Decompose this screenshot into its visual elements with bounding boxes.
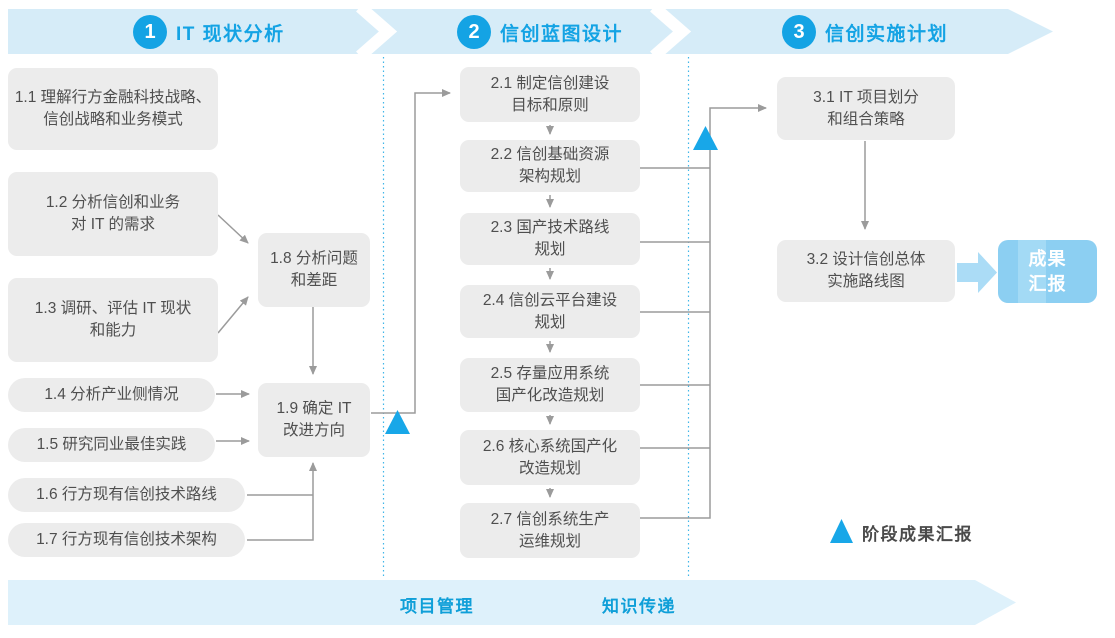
flow-box-text: 2.1 制定信创建设 <box>490 74 610 92</box>
flow-box-1-7: 1.7 行方现有信创技术架构 <box>8 523 245 557</box>
flow-box-1-6: 1.6 行方现有信创技术路线 <box>8 478 245 512</box>
results-arrow-icon <box>957 252 997 293</box>
flow-box-text: 2.4 信创云平台建设 <box>482 291 618 309</box>
flow-box-2-6: 2.6 核心系统国产化 改造规划 <box>460 430 640 485</box>
results-report-text: 成果 <box>1028 249 1067 270</box>
flow-box-3-1: 3.1 IT 项目划分 和组合策略 <box>777 77 955 140</box>
flow-box-1-3: 1.3 调研、评估 IT 现状 和能力 <box>8 278 218 362</box>
flow-box-text: 信创战略和业务模式 <box>43 111 183 128</box>
milestone-triangle-legend-icon <box>830 519 853 543</box>
flow-box-1-9: 1.9 确定 IT 改进方向 <box>258 383 370 457</box>
flow-box-text: 国产化改造规划 <box>495 387 605 404</box>
flow-box-text: 目标和原则 <box>511 96 589 114</box>
collector-to-3-1 <box>640 104 767 519</box>
flow-box-2-7: 2.7 信创系统生产 运维规划 <box>460 503 640 558</box>
flow-box-text: 2.3 国产技术路线 <box>490 219 610 236</box>
phase-1-header: 1 IT 现状分析 <box>133 15 285 49</box>
flow-box-text: 1.3 调研、评估 IT 现状 <box>34 300 192 317</box>
bottom-band-label-project-management: 项目管理 <box>400 597 474 616</box>
flow-box-text: 1.8 分析问题 <box>270 250 358 267</box>
connector-lines <box>216 89 869 541</box>
flow-box-text: 3.2 设计信创总体 <box>806 251 926 268</box>
flow-box-text: 2.7 信创系统生产 <box>490 510 610 528</box>
flow-box-text: 规划 <box>534 241 566 258</box>
flow-box-text: 1.2 分析信创和业务 <box>45 194 181 211</box>
connector-1-2-to-1-8 <box>217 214 249 244</box>
connector-1-3-to-1-8 <box>217 296 249 334</box>
phase-3-title: 信创实施计划 <box>825 23 949 45</box>
phase-2-header: 2 信创蓝图设计 <box>457 15 623 49</box>
flow-box-text: 对 IT 的需求 <box>70 216 156 233</box>
flow-box-text: 1.7 行方现有信创技术架构 <box>36 531 217 548</box>
bottom-band-label-knowledge-transfer: 知识传递 <box>602 597 676 616</box>
flow-box-1-4: 1.4 分析产业侧情况 <box>8 378 215 412</box>
legend-milestone-label: 阶段成果汇报 <box>862 525 973 544</box>
flow-box-text: 改造规划 <box>518 459 581 477</box>
phase-separator-chevron-1 <box>356 2 398 61</box>
flow-box-text: 1.5 研究同业最佳实践 <box>36 436 187 453</box>
phase-2-number-badge: 2 <box>457 15 491 49</box>
flow-box-text: 运维规划 <box>518 532 581 550</box>
flow-box-1-2: 1.2 分析信创和业务 对 IT 的需求 <box>8 172 218 256</box>
connector-1-7-to-1-9 <box>247 462 317 541</box>
phase-1-title: IT 现状分析 <box>176 23 285 45</box>
bottom-band <box>8 580 1016 625</box>
flow-box-text: 实施路线图 <box>827 273 905 290</box>
flow-box-2-3: 2.3 国产技术路线 规划 <box>460 213 640 265</box>
milestone-triangle-phase1 <box>385 410 410 434</box>
flow-box-text: 和组合策略 <box>827 110 905 128</box>
flow-box-3-2: 3.2 设计信创总体 实施路线图 <box>777 240 955 302</box>
flow-box-text: 架构规划 <box>518 168 581 185</box>
flow-box-2-5: 2.5 存量应用系统 国产化改造规划 <box>460 358 640 412</box>
flow-box-2-1: 2.1 制定信创建设 目标和原则 <box>460 67 640 122</box>
flow-box-text: 和能力 <box>89 322 137 339</box>
flow-box-1-1: 1.1 理解行方金融科技战略、 信创战略和业务模式 <box>8 68 218 150</box>
flow-box-text: 2.5 存量应用系统 <box>490 365 610 382</box>
phase-1-number-badge: 1 <box>133 15 167 49</box>
results-report-text: 汇报 <box>1028 273 1067 294</box>
flow-box-2-4: 2.4 信创云平台建设 规划 <box>460 285 640 338</box>
milestone-triangle-phase2 <box>693 126 718 150</box>
flow-box-text: 3.1 IT 项目划分 <box>813 88 919 106</box>
connector-1-9-to-2-1 <box>371 89 451 414</box>
flow-box-text: 1.9 确定 IT <box>276 400 352 417</box>
phase-2-title: 信创蓝图设计 <box>500 23 624 45</box>
flow-box-1-5: 1.5 研究同业最佳实践 <box>8 428 215 462</box>
flow-box-text: 规划 <box>534 313 566 331</box>
flow-box-text: 1.6 行方现有信创技术路线 <box>36 486 217 503</box>
flow-box-text: 1.1 理解行方金融科技战略、 <box>14 89 212 106</box>
flow-box-1-8: 1.8 分析问题 和差距 <box>258 233 370 307</box>
phase-3-number-badge: 3 <box>782 15 816 49</box>
phase-separator-chevron-2 <box>650 2 692 61</box>
results-report-box: 成果 汇报 <box>998 240 1097 303</box>
flow-box-text: 1.4 分析产业侧情况 <box>44 386 179 403</box>
flow-box-text: 改进方向 <box>282 422 345 439</box>
flow-box-text: 和差距 <box>290 272 338 289</box>
phase-3-header: 3 信创实施计划 <box>782 15 948 49</box>
flow-box-text: 2.2 信创基础资源 <box>490 146 610 163</box>
flow-box-text: 2.6 核心系统国产化 <box>482 437 618 455</box>
flow-box-2-2: 2.2 信创基础资源 架构规划 <box>460 140 640 192</box>
